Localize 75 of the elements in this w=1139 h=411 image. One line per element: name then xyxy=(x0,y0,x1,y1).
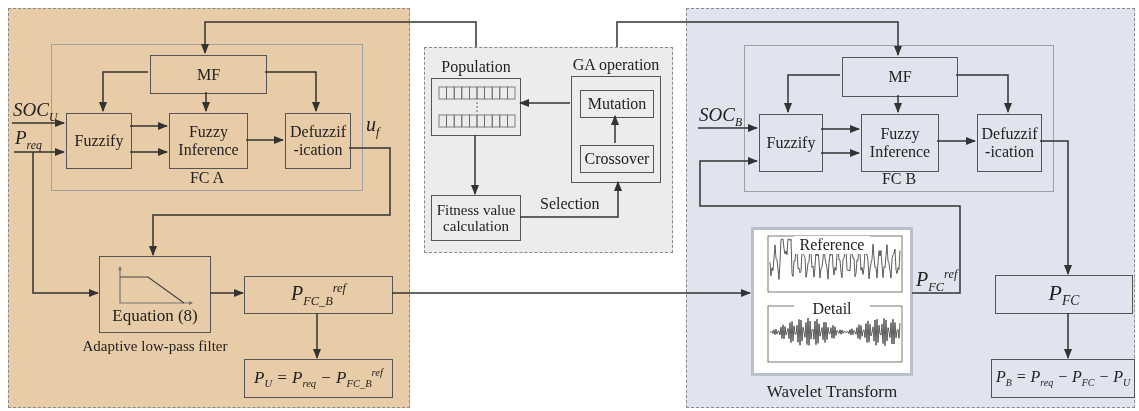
arrow xyxy=(1039,140,1073,276)
arrow xyxy=(98,71,149,113)
formula: P$_{FC}$ xyxy=(1048,280,1080,309)
arrow xyxy=(32,151,100,298)
panel-background xyxy=(686,8,1135,408)
process-box xyxy=(169,113,248,169)
arrow xyxy=(264,71,321,113)
process-box xyxy=(977,114,1042,172)
edge-label: u$_{f}$ xyxy=(366,114,380,139)
group-title: Population xyxy=(440,58,512,76)
process-box xyxy=(431,195,521,241)
block-label: Defuzzif -ication xyxy=(980,125,1039,161)
arrow xyxy=(518,98,571,108)
process-box xyxy=(66,113,132,169)
arrow xyxy=(209,288,245,298)
arrow xyxy=(245,135,285,145)
process-box xyxy=(244,276,393,314)
plot-title: Reference xyxy=(794,236,870,254)
arrow xyxy=(610,114,620,144)
block-label: Fuzzify xyxy=(766,134,816,152)
arrow xyxy=(1063,312,1073,360)
arrow xyxy=(391,288,752,298)
block-label: Adaptive low-pass filter xyxy=(81,338,229,355)
arrow xyxy=(201,91,211,113)
arrow xyxy=(783,74,841,114)
signal-label: SOC$_{U}$ xyxy=(13,99,58,125)
arrow xyxy=(820,148,861,158)
arrow xyxy=(13,147,66,157)
arrow xyxy=(470,134,480,196)
process-box xyxy=(244,359,393,398)
process-box xyxy=(995,275,1133,314)
group-title: GA operation xyxy=(572,56,660,74)
process-box xyxy=(861,114,939,172)
edge-label: Selection xyxy=(540,196,600,212)
arrow xyxy=(312,312,322,360)
arrow xyxy=(200,21,477,55)
block-label: Fuzzy Inference xyxy=(177,123,240,159)
group-title: FC A xyxy=(188,169,226,187)
arrow xyxy=(519,180,623,218)
controller-frame xyxy=(51,44,363,191)
process-box xyxy=(150,55,267,94)
group-title: Wavelet Transform xyxy=(765,383,899,402)
process-box xyxy=(759,114,823,172)
process-box xyxy=(285,113,351,169)
block-label: MF xyxy=(888,68,912,86)
process-box xyxy=(580,145,654,173)
panel-background xyxy=(8,8,410,408)
block-label: Equation (8) xyxy=(111,307,199,326)
arrow xyxy=(699,156,961,294)
arrow xyxy=(129,121,169,131)
arrow xyxy=(616,21,903,57)
block-label: Fuzzify xyxy=(74,132,124,150)
process-box xyxy=(842,57,958,97)
process-box xyxy=(580,90,654,118)
arrow xyxy=(129,147,169,157)
formula: P$_{B}$ = P$_{req}$ − P$_{FC}$ − P$_{U}$ xyxy=(995,367,1131,390)
arrow xyxy=(148,147,391,257)
arrow xyxy=(697,123,759,133)
signal-label: SOC$_{B}$ xyxy=(699,104,743,130)
arrow xyxy=(955,74,1013,114)
block-label: Defuzzif -ication xyxy=(289,123,347,159)
block-label: Mutation xyxy=(587,95,647,113)
group-title: FC B xyxy=(880,170,918,188)
arrow xyxy=(893,94,903,114)
block-label: Crossover xyxy=(584,150,650,168)
block-label: MF xyxy=(196,65,221,84)
arrow xyxy=(11,118,66,128)
process-box xyxy=(991,359,1135,398)
block-label: Fuzzy Inference xyxy=(868,125,932,161)
signal-label: P$_{req}$ xyxy=(15,127,42,153)
panel-background xyxy=(424,47,673,253)
arrow xyxy=(936,136,977,146)
arrow xyxy=(820,124,861,134)
block-label: Fitness value calculation xyxy=(435,201,517,235)
controller-frame xyxy=(744,45,1054,192)
